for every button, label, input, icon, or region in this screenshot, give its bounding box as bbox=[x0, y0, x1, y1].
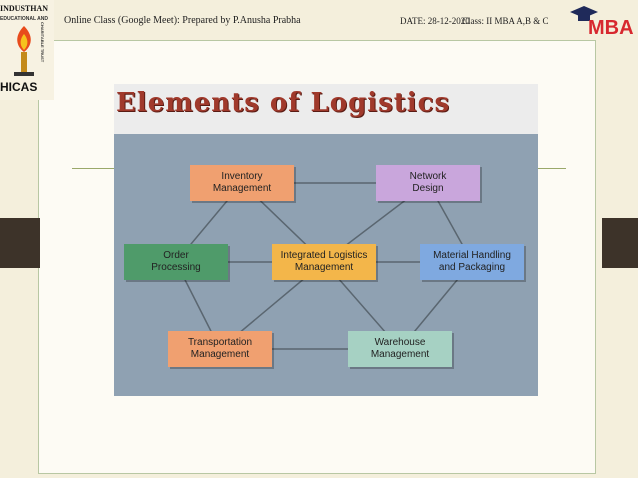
slide-title: Elements of Logistics bbox=[116, 88, 451, 118]
right-side-tab bbox=[602, 218, 638, 268]
node-transport: Transportation Management bbox=[168, 331, 272, 367]
logo-text-line3: HICAS bbox=[0, 80, 38, 94]
logo-text-line2: EDUCATIONAL AND bbox=[0, 16, 48, 22]
institution-logo: INDUSTHAN EDUCATIONAL AND CHARITABLE TRU… bbox=[0, 0, 54, 100]
logo-text-line1: INDUSTHAN bbox=[0, 4, 49, 13]
node-network: Network Design bbox=[376, 165, 480, 201]
node-inventory: Inventory Management bbox=[190, 165, 294, 201]
class-text: Class: II MBA A,B & C bbox=[462, 16, 549, 26]
node-integrated: Integrated Logistics Management bbox=[272, 244, 376, 280]
node-order: Order Processing bbox=[124, 244, 228, 280]
node-material: Material Handling and Packaging bbox=[420, 244, 524, 280]
logo-text-vertical: CHARITABLE TRUST bbox=[40, 22, 45, 63]
left-side-tab bbox=[0, 218, 40, 268]
left-rule bbox=[72, 168, 116, 169]
class-info-text: Online Class (Google Meet): Prepared by … bbox=[64, 15, 301, 26]
node-warehouse: Warehouse Management bbox=[348, 331, 452, 367]
mba-logo: MBA bbox=[570, 6, 634, 38]
right-rule bbox=[536, 168, 566, 169]
torch-emblem-icon bbox=[14, 26, 34, 76]
date-text: DATE: 28-12-2020 bbox=[400, 16, 470, 26]
mba-logo-text: MBA bbox=[588, 17, 634, 38]
